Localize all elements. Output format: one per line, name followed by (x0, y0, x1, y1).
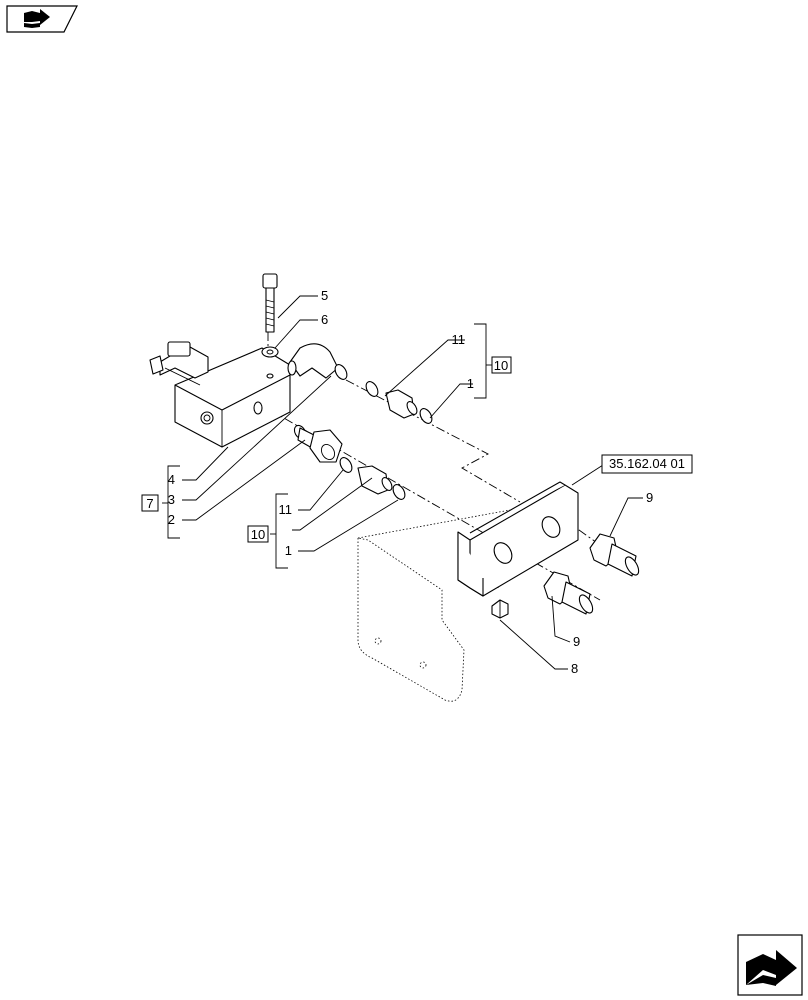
callout-4: 4 (168, 472, 175, 487)
callout-10-upper: 10 (494, 358, 508, 373)
callout-box-7 (141, 494, 159, 512)
quick-coupler-lower (543, 571, 594, 615)
next-page-arrow-icon[interactable] (737, 934, 803, 996)
reference-label[interactable]: 35.162.04 01 (609, 456, 685, 471)
book-arrow-icon[interactable] (6, 5, 78, 33)
callout-6: 6 (321, 312, 328, 327)
reference-box[interactable] (601, 454, 693, 474)
callout-box-10-upper (491, 356, 512, 374)
washer (261, 346, 279, 358)
callout-11-upper: 11 (452, 332, 466, 347)
callout-3: 3 (168, 492, 175, 507)
callout-9-upper: 9 (646, 490, 653, 505)
mounting-plate-ghost (357, 509, 511, 702)
group-bracket-7 (162, 465, 180, 539)
leader-lines (182, 295, 643, 670)
straight-fitting (293, 424, 343, 463)
callout-box-10-lower (247, 525, 269, 543)
elbow-fitting (287, 343, 348, 380)
hex-nut (491, 599, 509, 619)
callout-2: 2 (168, 512, 175, 527)
bolt (262, 273, 278, 333)
callout-10-lower: 10 (251, 527, 265, 542)
group-bracket-10-upper (474, 323, 492, 399)
quick-coupler-upper (589, 533, 640, 577)
callout-1-lower: 1 (285, 543, 292, 558)
group-bracket-10-lower (270, 493, 288, 569)
callout-7: 7 (146, 496, 153, 511)
callout-5: 5 (321, 288, 328, 303)
callout-8: 8 (571, 661, 578, 676)
callout-1-upper: 1 (467, 376, 474, 391)
valve-block (149, 341, 291, 448)
callout-11-lower: 11 (279, 502, 293, 517)
lower-adapter-set (339, 457, 406, 500)
callout-9-lower: 9 (573, 634, 580, 649)
mounting-bracket (457, 481, 579, 597)
upper-adapter-set (365, 381, 433, 424)
